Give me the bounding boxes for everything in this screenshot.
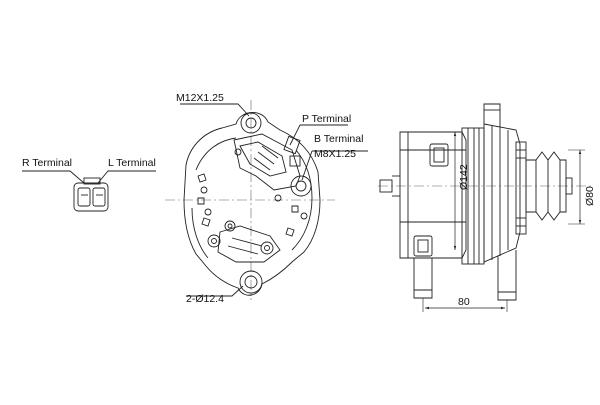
connector-leader-lines [22, 170, 156, 184]
dim80-label: 80 [458, 296, 470, 308]
m8-thread-label: M8X1.25 [314, 148, 356, 160]
front-view-leader-lines [180, 103, 368, 297]
front-view [165, 100, 335, 300]
dimension-dia80 [568, 149, 585, 225]
b-terminal-label: B Terminal [314, 133, 363, 145]
dia142-label: Ø142 [458, 164, 470, 190]
l-terminal-label: L Terminal [108, 157, 156, 169]
mounting-holes-label: 2-Ø12.4 [186, 293, 224, 305]
side-view [378, 103, 592, 301]
m12-thread-label: M12X1.25 [176, 92, 224, 104]
r-terminal-label: R Terminal [22, 157, 72, 169]
dia80-label: Ø80 [584, 186, 596, 206]
dimension-80 [422, 298, 508, 312]
p-terminal-label: P Terminal [302, 113, 351, 125]
connector-plug [73, 177, 109, 212]
